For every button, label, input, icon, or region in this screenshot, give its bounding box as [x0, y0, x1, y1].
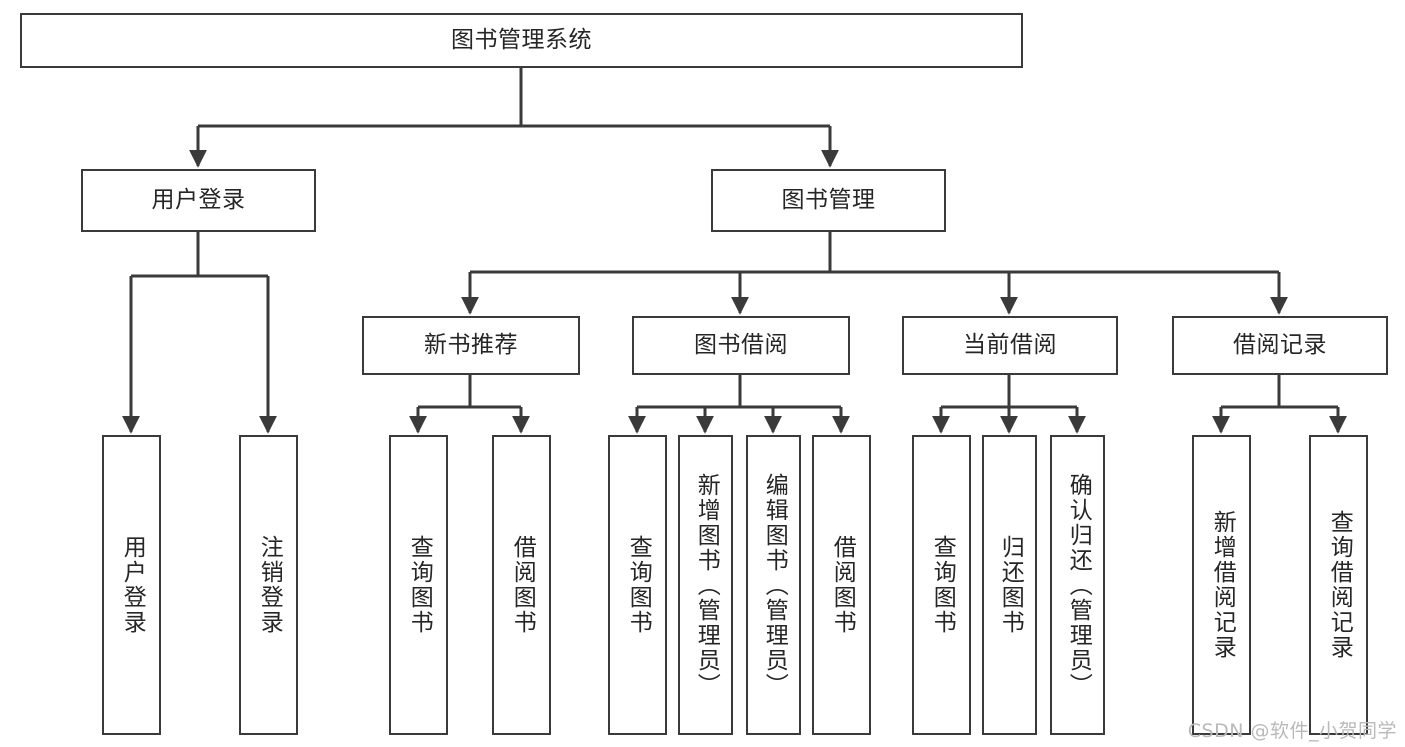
- node-current-borrow[interactable]: 当前借阅: [902, 316, 1118, 375]
- leaf-user-login-label: 用户登录: [119, 535, 146, 635]
- node-root-label: 图书管理系统: [451, 27, 592, 54]
- node-current-borrow-label: 当前借阅: [963, 332, 1057, 359]
- node-book-borrow-label: 图书借阅: [694, 332, 788, 359]
- leaf-add-book-admin[interactable]: 新增图书（管理员）: [678, 435, 733, 735]
- leaf-borrow-book-label: 借阅图书: [829, 535, 856, 635]
- leaf-query-borrow-record[interactable]: 查询借阅记录: [1309, 435, 1368, 735]
- leaf-confirm-return-admin[interactable]: 确认归还（管理员）: [1050, 435, 1105, 735]
- node-root[interactable]: 图书管理系统: [20, 13, 1023, 68]
- leaf-query-book-recommend[interactable]: 查询图书: [389, 435, 448, 735]
- leaf-add-book-admin-label: 新增图书（管理员）: [693, 472, 720, 698]
- leaf-logout-label: 注销登录: [256, 535, 283, 635]
- leaf-borrow-book-recommend-label: 借阅图书: [509, 535, 536, 635]
- node-new-book-recommend[interactable]: 新书推荐: [362, 316, 580, 375]
- node-new-book-recommend-label: 新书推荐: [424, 332, 518, 359]
- node-book-management[interactable]: 图书管理: [711, 169, 946, 232]
- leaf-query-book-recommend-label: 查询图书: [406, 535, 433, 635]
- leaf-query-book-current-label: 查询图书: [929, 535, 956, 635]
- node-user-login[interactable]: 用户登录: [81, 169, 316, 232]
- node-book-borrow[interactable]: 图书借阅: [632, 316, 850, 375]
- leaf-edit-book-admin[interactable]: 编辑图书（管理员）: [746, 435, 801, 735]
- leaf-add-borrow-record[interactable]: 新增借阅记录: [1192, 435, 1251, 735]
- leaf-edit-book-admin-label: 编辑图书（管理员）: [761, 472, 788, 698]
- leaf-user-login[interactable]: 用户登录: [102, 435, 161, 735]
- node-borrow-records-label: 借阅记录: [1233, 332, 1327, 359]
- leaf-borrow-book-recommend[interactable]: 借阅图书: [492, 435, 551, 735]
- leaf-return-book[interactable]: 归还图书: [982, 435, 1037, 735]
- csdn-watermark: CSDN @软件_小贺同学: [1187, 720, 1397, 742]
- leaf-query-borrow-record-label: 查询借阅记录: [1326, 510, 1353, 660]
- node-borrow-records[interactable]: 借阅记录: [1172, 316, 1388, 375]
- node-user-login-label: 用户登录: [151, 187, 246, 214]
- leaf-confirm-return-admin-label: 确认归还（管理员）: [1065, 472, 1092, 698]
- leaf-query-book-borrow-label: 查询图书: [625, 535, 652, 635]
- node-book-management-label: 图书管理: [781, 187, 876, 214]
- leaf-query-book-current[interactable]: 查询图书: [912, 435, 971, 735]
- leaf-borrow-book[interactable]: 借阅图书: [812, 435, 871, 735]
- leaf-return-book-label: 归还图书: [997, 535, 1024, 635]
- leaf-logout[interactable]: 注销登录: [239, 435, 298, 735]
- leaf-query-book-borrow[interactable]: 查询图书: [608, 435, 667, 735]
- leaf-add-borrow-record-label: 新增借阅记录: [1209, 510, 1236, 660]
